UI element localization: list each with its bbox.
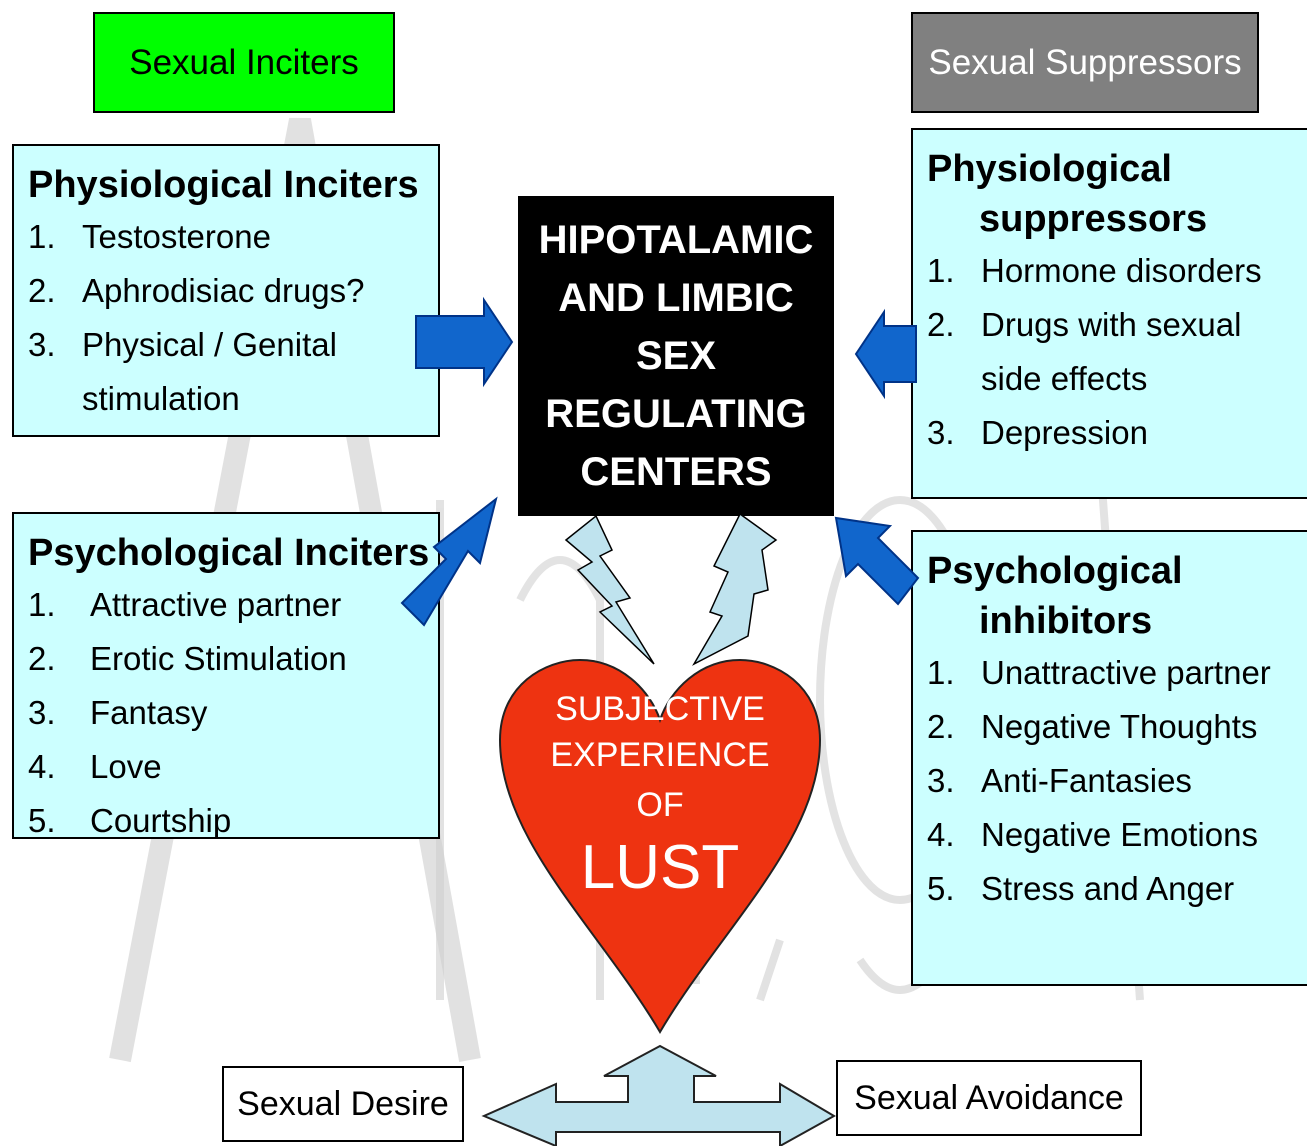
list-item: 3. Anti-Fantasies [927,754,1297,808]
item-text: Aphrodisiac drugs? [82,272,365,309]
list-item: 2. Aphrodisiac drugs? [28,264,426,318]
center-line: REGULATING [545,392,807,436]
psychological-inciters-panel: Psychological Inciters 1. Attractive part… [12,512,440,839]
list-item: 1. Attractive partner [28,578,426,632]
item-number: 2. [927,708,955,745]
item-number: 1. [28,218,56,255]
item-number: 4. [927,816,955,853]
sexual-inciters-label: Sexual Inciters [129,42,359,82]
physiological-suppressors-list: 1. Hormone disorders 2. Drugs with sexual … [927,244,1297,460]
item-number: 4. [28,748,56,785]
heart-line-lust: LUST [580,833,740,902]
arrow-up-right-icon [400,496,498,627]
center-line: SEX [635,334,717,378]
psychological-inhibitors-title-line1: Psychological [927,550,1183,592]
list-item: 1. Hormone disorders [927,244,1297,298]
psychological-inhibitors-list: 1. Unattractive partner 2. Negative Though… [927,646,1297,916]
heart-line-subjective: SUBJECTIVE [555,690,765,728]
list-item: 3. Fantasy [28,686,426,740]
item-text: Negative Emotions [981,816,1258,853]
center-line: HIPOTALAMIC [538,218,814,262]
item-text: Drugs with sexual side effects [981,306,1242,397]
physiological-suppressors-title-line2: suppressors [979,198,1208,240]
item-text: Hormone disorders [981,252,1262,289]
psychological-inhibitors-panel: Psychological inhibitors 1. Unattractive … [911,530,1307,986]
list-item: 2. Erotic Stimulation [28,632,426,686]
double-arrow-icon [481,1044,837,1146]
physiological-inciters-title: Physiological Inciters [28,164,419,206]
psychological-inciters-list: 1. Attractive partner 2. Erotic Stimulatio… [28,578,426,848]
item-number: 3. [28,694,56,731]
item-text: Depression [981,414,1148,451]
item-number: 2. [927,306,955,343]
heart-icon [498,658,822,1034]
physiological-inciters-panel: Physiological Inciters 1. Testosterone 2.… [12,144,440,437]
item-number: 5. [28,802,56,839]
sexual-desire-label: Sexual Desire [237,1084,449,1123]
item-number: 2. [28,272,56,309]
physiological-suppressors-title-line1: Physiological [927,148,1172,190]
item-text: Love [90,748,162,785]
list-item: 1. Testosterone [28,210,426,264]
lightning-left-icon [564,514,655,665]
item-number: 2. [28,640,56,677]
sexual-suppressors-header: Sexual Suppressors [911,12,1259,113]
item-text: Negative Thoughts [981,708,1258,745]
item-text: Anti-Fantasies [981,762,1192,799]
item-number: 3. [28,326,56,363]
sexual-avoidance-label: Sexual Avoidance [854,1078,1124,1117]
psychological-inhibitors-title-line2: inhibitors [979,600,1153,642]
item-number: 5. [927,870,955,907]
physiological-suppressors-panel: Physiological suppressors 1. Hormone diso… [911,128,1307,499]
sexual-avoidance-box: Sexual Avoidance [836,1060,1142,1136]
list-item: 4. Love [28,740,426,794]
item-text: Stress and Anger [981,870,1235,907]
list-item: 3. Depression [927,406,1297,460]
item-text: Erotic Stimulation [90,640,347,677]
center-line: AND LIMBIC [558,276,794,320]
item-text: Unattractive partner [981,654,1271,691]
list-item: 2. Drugs with sexual side effects [927,298,1297,406]
item-number: 1. [28,586,56,623]
hypothalamic-limbic-centers-box: HIPOTALAMIC AND LIMBIC SEX REGULATING CE… [518,196,834,516]
item-number: 3. [927,414,955,451]
sexual-inciters-header: Sexual Inciters [93,12,395,113]
list-item: 5. Courtship [28,794,426,848]
psychological-inciters-title: Psychological Inciters [28,532,430,574]
item-number: 3. [927,762,955,799]
sexual-suppressors-label: Sexual Suppressors [928,42,1242,82]
item-text: Testosterone [82,218,271,255]
lightning-right-icon [692,512,778,666]
list-item: 1. Unattractive partner [927,646,1297,700]
sexual-desire-box: Sexual Desire [222,1066,464,1142]
arrow-up-left-icon [834,516,920,606]
item-text: Fantasy [90,694,208,731]
physiological-inciters-list: 1. Testosterone 2. Aphrodisiac drugs? 3. Ph… [28,210,426,426]
item-text: Attractive partner [90,586,342,623]
item-number: 1. [927,252,955,289]
arrow-left-icon [854,308,917,400]
list-item: 5. Stress and Anger [927,862,1297,916]
list-item: 2. Negative Thoughts [927,700,1297,754]
list-item: 3. Physical / Genital stimulation [28,318,426,426]
item-text: Courtship [90,802,232,839]
item-number: 1. [927,654,955,691]
heart-line-experience: EXPERIENCE [550,736,770,774]
arrow-right-icon [415,296,514,388]
list-item: 4. Negative Emotions [927,808,1297,862]
item-text: Physical / Genital stimulation [82,326,337,417]
center-line: CENTERS [580,450,772,494]
heart-line-of: OF [636,786,684,824]
